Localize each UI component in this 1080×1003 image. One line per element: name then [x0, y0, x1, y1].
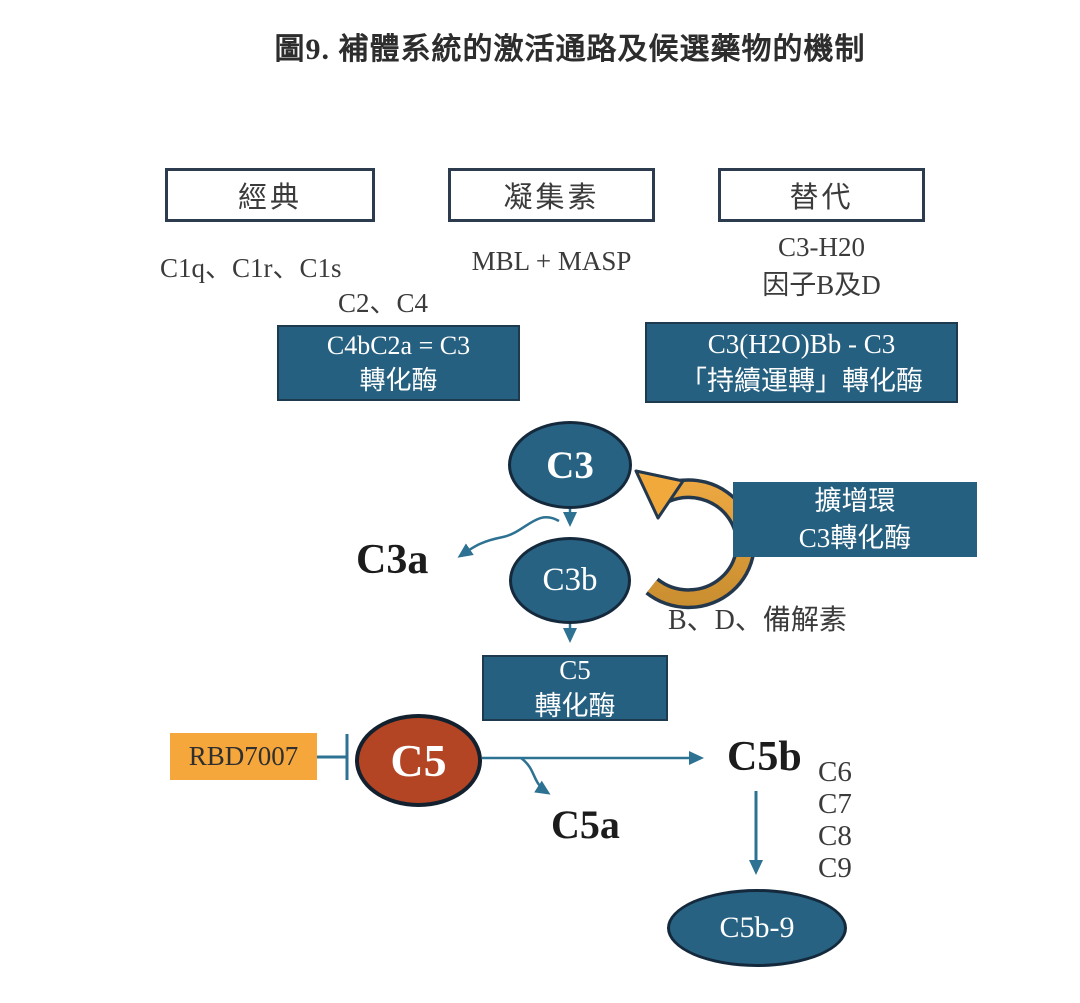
- c5-convertase-box: C5 轉化酶: [482, 655, 668, 721]
- amplification-loop-arrow: [634, 469, 756, 610]
- amplification-line2: C3轉化酶: [798, 522, 912, 553]
- label-c5a: C5a: [551, 802, 620, 847]
- alternative-components-line2: 因子B及D: [762, 270, 881, 300]
- classical-lectin-convertase-line2: 轉化酶: [359, 366, 438, 395]
- node-c5-label: C5: [390, 735, 447, 786]
- c5-convertase-line1: C5: [559, 654, 591, 685]
- amplification-loop-box: 擴增環 C3轉化酶: [733, 482, 977, 557]
- classical-components-line1: C1q、C1r、C1s: [160, 253, 342, 283]
- label-properdin: B、D、備解素: [668, 605, 847, 636]
- pathway-label-lectin: 凝集素: [503, 182, 600, 214]
- pathway-label-alternative: 替代: [789, 182, 854, 214]
- node-c5b9-label: C5b-9: [719, 911, 795, 944]
- drug-label: RBD7007: [188, 741, 299, 771]
- label-c5b: C5b: [727, 734, 802, 780]
- node-c3: C3: [508, 421, 632, 509]
- pathway-box-lectin: 凝集素: [448, 168, 655, 222]
- alternative-convertase-box: C3(H2O)Bb - C3 「持續運轉」轉化酶: [645, 322, 958, 403]
- label-c9: C9: [818, 852, 852, 884]
- drug-box-rbd7007: RBD7007: [170, 733, 317, 780]
- arrow-c5-to-c5a: [520, 757, 551, 795]
- pathway-box-alternative: 替代: [718, 168, 925, 222]
- lectin-components: MBL + MASP: [471, 246, 632, 276]
- inhibition-connector: [317, 734, 349, 780]
- c5-convertase-line2: 轉化酶: [534, 691, 616, 721]
- alternative-components-line1: C3-H20: [778, 232, 865, 262]
- node-c5: C5: [355, 714, 482, 807]
- alternative-convertase-line1: C3(H2O)Bb - C3: [707, 329, 896, 360]
- classical-components-line2: C2、C4: [338, 288, 429, 318]
- arrow-c3-to-c3a: [457, 515, 560, 558]
- alternative-convertase-line2: 「持續運轉」轉化酶: [680, 365, 923, 396]
- classical-lectin-convertase-line1: C4bC2a = C3: [326, 330, 471, 360]
- pathway-box-classical: 經典: [165, 168, 375, 222]
- node-c5b9: C5b-9: [667, 889, 847, 967]
- pathway-label-classical: 經典: [237, 182, 302, 214]
- figure-title: 圖9. 補體系統的激活通路及候選藥物的機制: [274, 33, 866, 66]
- node-c3-label: C3: [546, 443, 594, 487]
- node-c3b: C3b: [509, 537, 631, 624]
- node-c3b-label: C3b: [542, 562, 598, 598]
- classical-lectin-convertase-box: C4bC2a = C3 轉化酶: [277, 325, 520, 401]
- amplification-line1: 擴增環: [814, 486, 896, 517]
- label-c3a: C3a: [356, 537, 429, 583]
- label-c6: C6: [818, 756, 852, 788]
- label-c7: C7: [818, 788, 852, 820]
- label-c8: C8: [818, 820, 852, 852]
